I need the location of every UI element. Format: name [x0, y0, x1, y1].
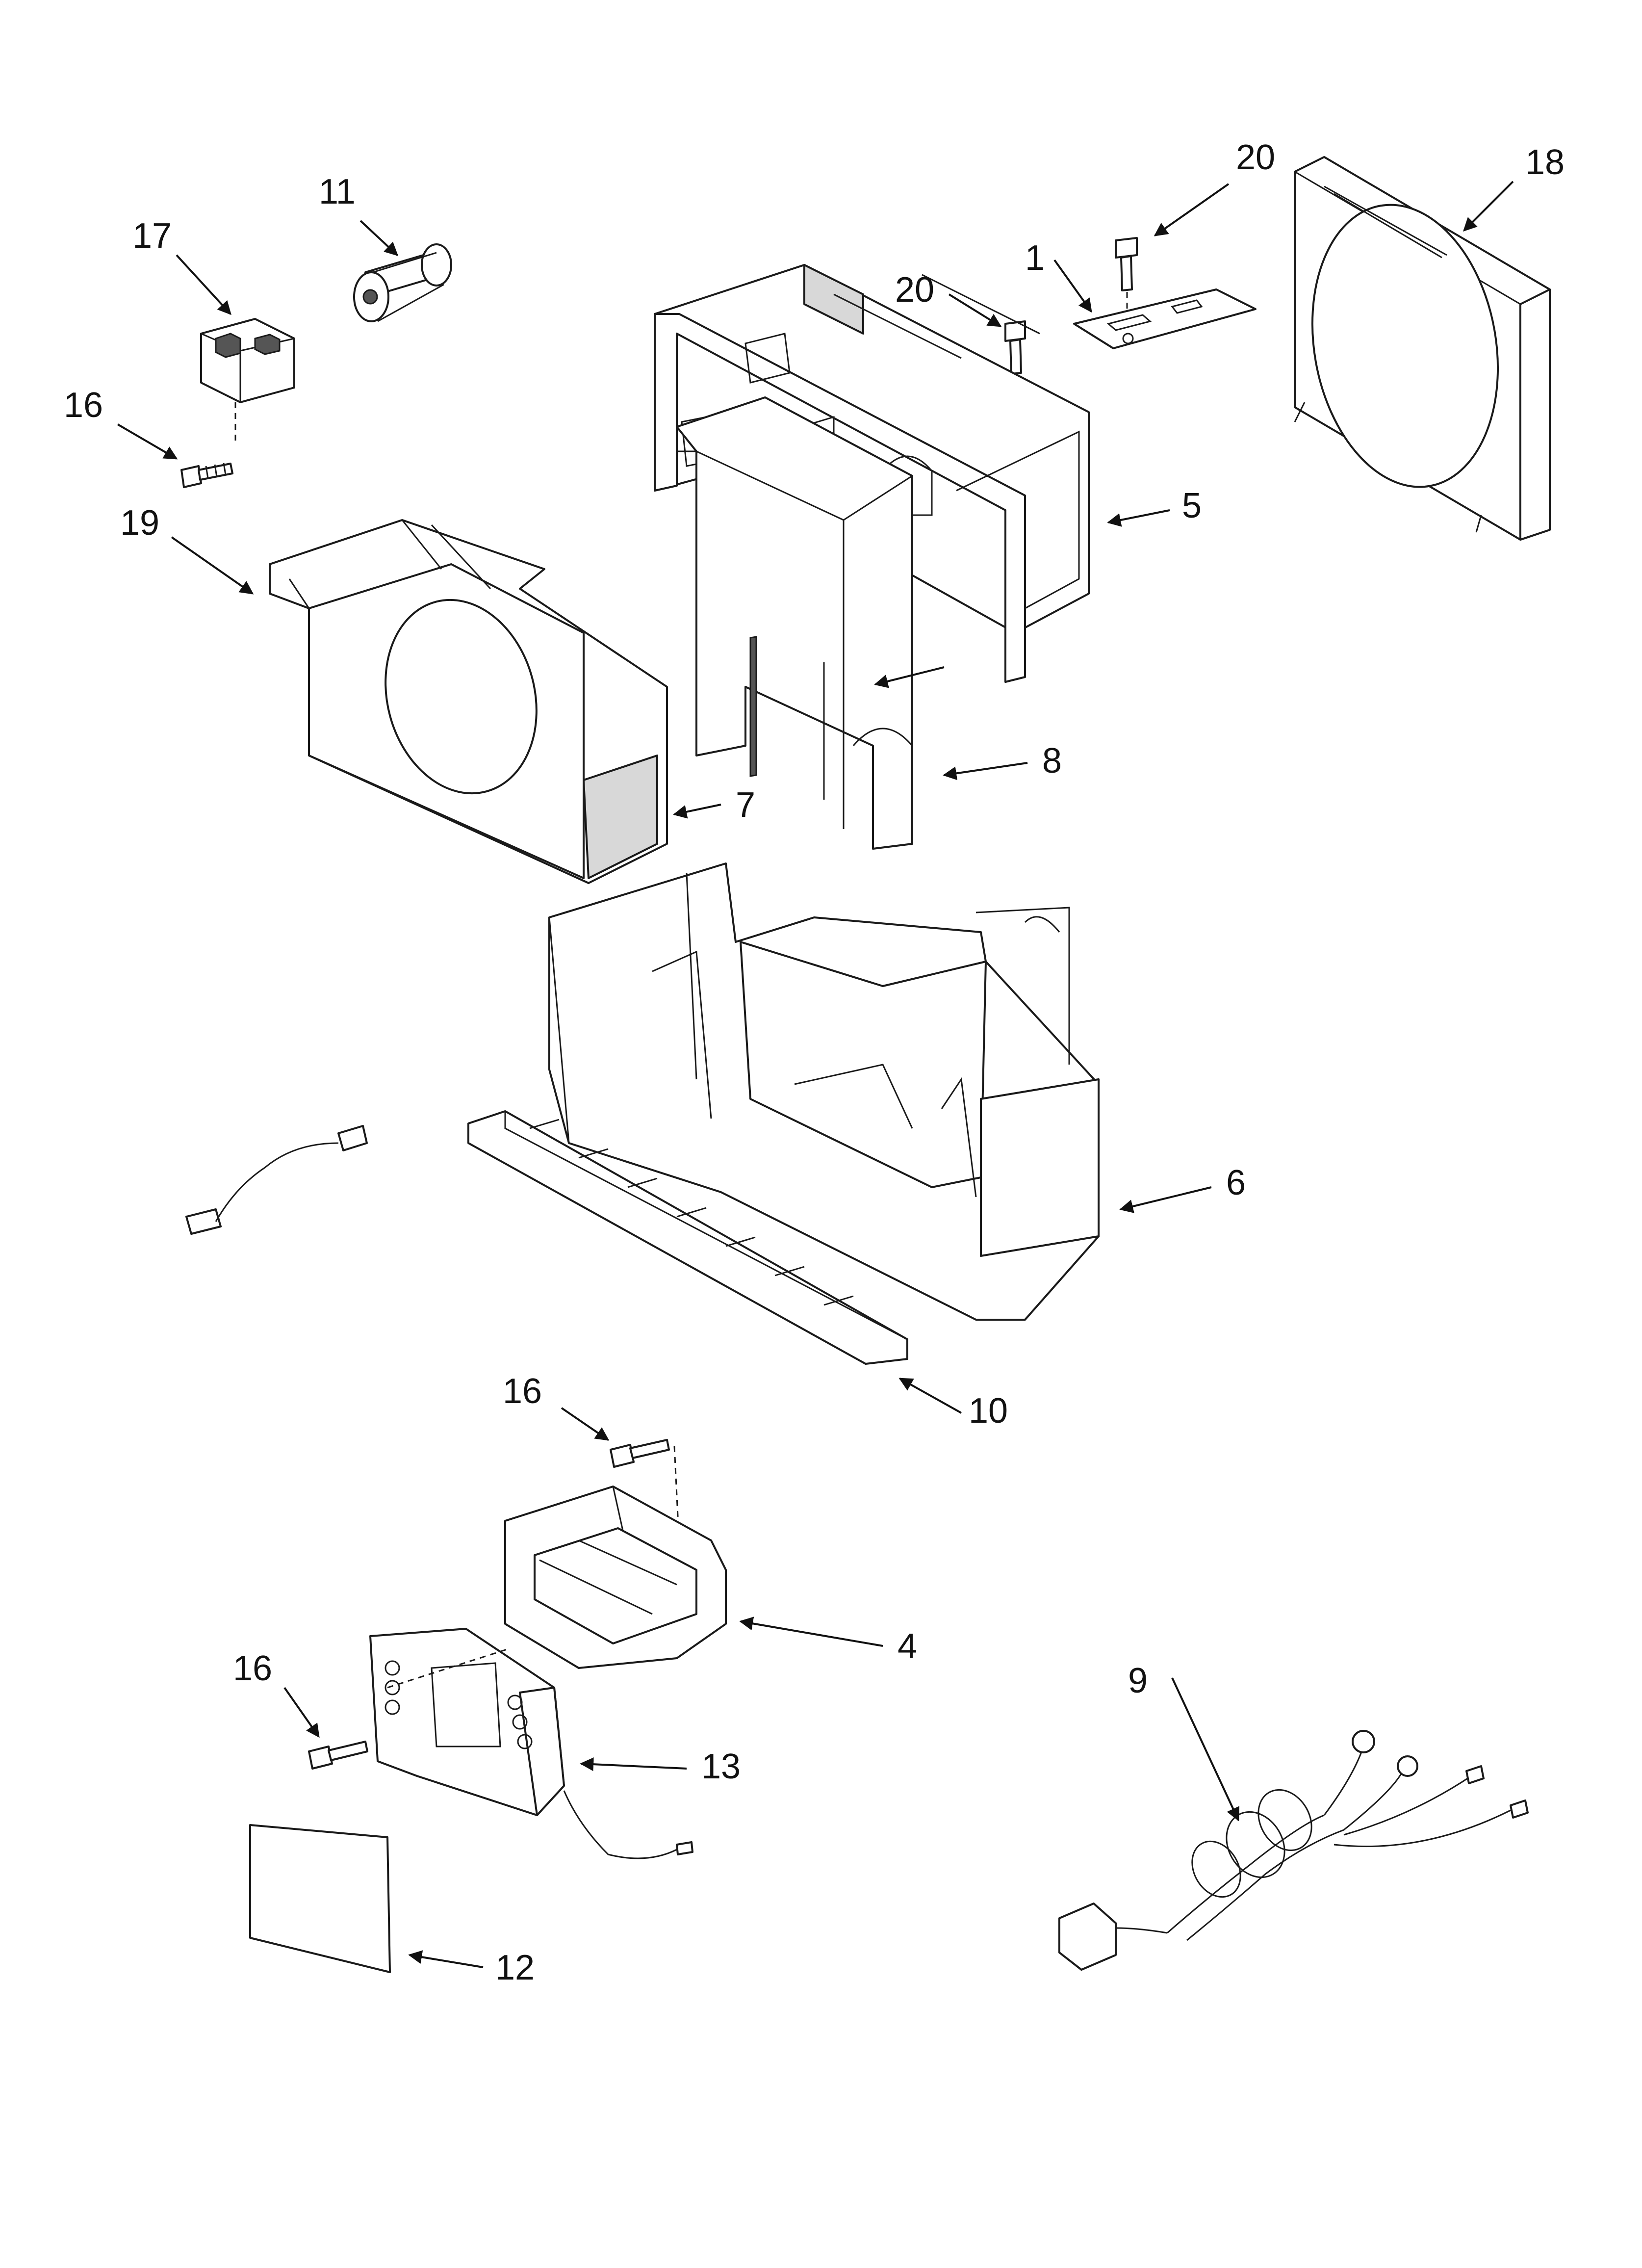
label-part-20-right: 20 — [1236, 138, 1275, 177]
part-5-control-housing[interactable] — [654, 264, 1090, 683]
label-part-7: 7 — [736, 785, 755, 825]
part-11-capacitor[interactable] — [353, 243, 452, 322]
part-16-screw-bottom[interactable] — [308, 1741, 368, 1770]
part-17-relay[interactable] — [200, 318, 295, 442]
label-part-18: 18 — [1525, 143, 1565, 182]
label-part-8: 8 — [1042, 741, 1062, 781]
label-part-12: 12 — [495, 1948, 535, 1987]
leader-4-unused — [874, 666, 945, 688]
part-16-screw-top[interactable] — [180, 463, 233, 488]
part-10-filter[interactable] — [467, 1110, 908, 1365]
label-part-16-middle: 16 — [503, 1372, 542, 1411]
part-4-dispenser-housing[interactable] — [504, 1486, 727, 1669]
label-part-16-top: 16 — [64, 386, 103, 425]
part-12-overlay-label[interactable] — [249, 1824, 391, 1973]
part-6-base-pan[interactable] — [548, 862, 1100, 1321]
part-number-labels: 1 4 5 6 7 8 9 10 11 12 13 16 16 16 17 18… — [64, 138, 1565, 1987]
leader-lines — [117, 181, 1514, 1968]
part-18-fan-shroud[interactable] — [1291, 156, 1551, 541]
part-1-bracket-plate[interactable] — [1073, 288, 1257, 349]
label-part-19: 19 — [120, 503, 159, 543]
label-part-17: 17 — [132, 216, 172, 256]
part-7-blower-housing[interactable] — [269, 519, 668, 884]
label-part-13: 13 — [701, 1747, 741, 1786]
label-part-4: 4 — [898, 1627, 917, 1666]
part-20-screw-right[interactable] — [1115, 237, 1138, 334]
label-part-11: 11 — [319, 172, 356, 211]
label-part-6: 6 — [1226, 1163, 1246, 1202]
part-19-sensor-wire[interactable] — [185, 1125, 368, 1235]
part-13-control-panel[interactable] — [369, 1628, 693, 1859]
part-9-power-cord[interactable] — [1058, 1730, 1529, 1971]
label-part-10: 10 — [969, 1391, 1008, 1431]
label-part-1: 1 — [1025, 238, 1045, 278]
label-part-16-bottom: 16 — [233, 1649, 272, 1688]
label-part-9: 9 — [1128, 1661, 1148, 1700]
part-8-air-duct[interactable] — [676, 396, 913, 850]
label-part-5: 5 — [1182, 486, 1202, 525]
part-16-screw-middle[interactable] — [610, 1439, 680, 1546]
label-part-20-center: 20 — [895, 270, 934, 310]
